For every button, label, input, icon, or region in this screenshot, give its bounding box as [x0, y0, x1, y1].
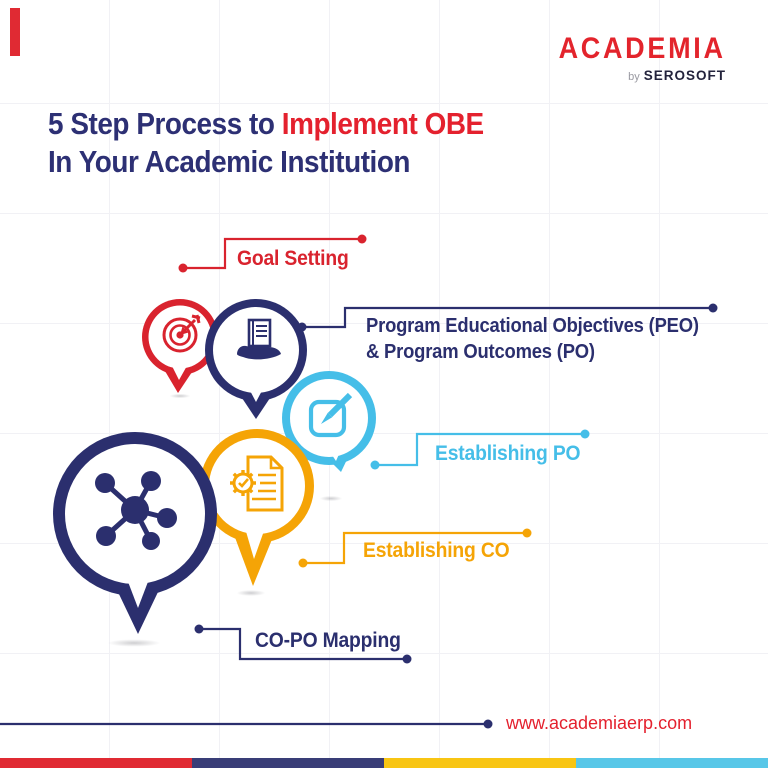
- label-establishing-po: Establishing PO: [435, 442, 581, 465]
- shadow-po: [316, 495, 346, 502]
- bubble-co-po-mapping: [53, 432, 217, 634]
- label-peo-po: Program Educational Objectives (PEO) & P…: [366, 313, 699, 365]
- network-nodes-icon: [95, 471, 177, 550]
- label-peo-line2: & Program Outcomes (PO): [366, 341, 595, 363]
- bubble-peo-po: [205, 299, 307, 419]
- bubble-establishing-co: [200, 429, 314, 586]
- label-establishing-co: Establishing CO: [363, 539, 510, 562]
- bottom-bar-red-segment: [0, 758, 192, 768]
- bubble-goal-setting: [142, 299, 218, 393]
- bubble-establishing-po: [282, 371, 376, 472]
- bottom-bar-yellow-segment: [384, 758, 576, 768]
- label-goal-setting: Goal Setting: [237, 247, 349, 270]
- by-label: by: [628, 71, 640, 83]
- title-line2: In Your Academic Institution: [48, 144, 411, 179]
- academia-logo-text: ACADEMIA: [558, 32, 726, 65]
- bottom-color-bar: [0, 758, 768, 768]
- bottom-bar-cyan-segment: [576, 758, 768, 768]
- title-highlight: Implement OBE: [281, 106, 484, 141]
- shadow-co: [232, 589, 270, 597]
- website-url[interactable]: www.academiaerp.com: [506, 713, 693, 733]
- title-lead: 5 Step Process to: [48, 106, 282, 141]
- footer-rule: [0, 719, 493, 729]
- bottom-bar-navy-segment: [192, 758, 384, 768]
- shadow-goal: [166, 393, 194, 399]
- label-peo-line1: Program Educational Objectives (PEO): [366, 315, 699, 337]
- book-on-hand-icon: [237, 318, 281, 360]
- shadow-mapping: [99, 638, 169, 648]
- brand-accent-bar: [10, 8, 20, 56]
- document-gear-icon: [230, 455, 284, 512]
- edit-pencil-icon: [308, 392, 353, 438]
- target-dart-icon: [162, 314, 201, 353]
- page-title: 5 Step Process to Implement OBE In Your …: [48, 105, 484, 181]
- label-co-po-mapping: CO-PO Mapping: [255, 629, 401, 652]
- serosoft-label: SEROSOFT: [643, 68, 726, 83]
